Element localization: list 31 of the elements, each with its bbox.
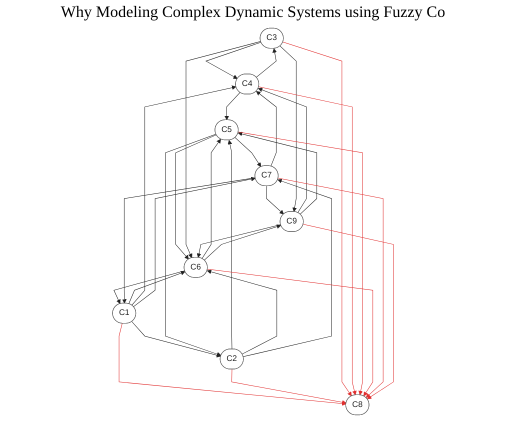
arrow bbox=[202, 138, 221, 259]
arrow bbox=[118, 323, 346, 406]
arrow bbox=[165, 134, 222, 356]
arrow bbox=[204, 224, 282, 260]
arrow bbox=[282, 42, 352, 396]
arrow bbox=[234, 137, 262, 168]
arrow bbox=[238, 132, 363, 396]
arrow bbox=[280, 46, 297, 212]
arrow bbox=[128, 270, 186, 304]
arrow bbox=[206, 270, 278, 354]
arrow bbox=[231, 369, 346, 404]
arrow bbox=[302, 224, 394, 400]
arrow bbox=[132, 321, 221, 358]
arrow bbox=[228, 140, 232, 350]
arrow bbox=[132, 85, 236, 306]
arrow bbox=[207, 268, 374, 396]
arrow bbox=[205, 42, 262, 79]
arrow bbox=[186, 41, 262, 258]
arrow bbox=[258, 86, 357, 396]
arrow bbox=[256, 91, 276, 166]
arrow bbox=[243, 178, 332, 357]
arrow bbox=[238, 132, 318, 214]
diagram-title: Why Modeling Complex Dynamic Systems using Fuzzy Co bbox=[60, 4, 446, 22]
arrow bbox=[256, 48, 277, 78]
arrow bbox=[224, 92, 240, 120]
arrow bbox=[175, 134, 217, 260]
arrow bbox=[258, 88, 307, 213]
arrow bbox=[196, 224, 281, 258]
arrow bbox=[278, 178, 384, 398]
arrow bbox=[266, 186, 284, 214]
arrow bbox=[114, 270, 186, 304]
